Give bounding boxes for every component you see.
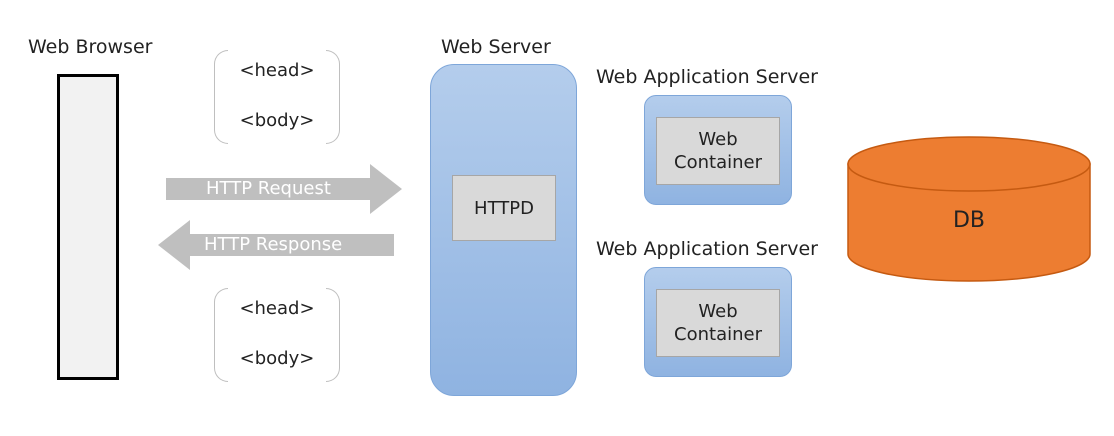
db-top [847, 136, 1091, 192]
was-label-bottom: Web Application Server [596, 238, 818, 260]
web-server-label: Web Server [441, 36, 551, 58]
arrows-graphic [158, 164, 402, 270]
web-container-line1: Web [698, 129, 738, 150]
db-label: DB [952, 208, 986, 233]
html-document-bottom: <head> <body> [214, 288, 340, 384]
database-cylinder [847, 136, 1091, 282]
html-document-top: <head> <body> [214, 50, 340, 146]
http-request-arrow [166, 164, 402, 214]
body-tag-label: <body> [239, 348, 315, 369]
head-tag-label: <head> [239, 60, 315, 81]
http-request-label: HTTP Request [206, 178, 331, 199]
httpd-box: HTTPD [452, 175, 556, 241]
web-container-line2: Container [674, 152, 762, 173]
web-container-box-top: Web Container [656, 117, 780, 185]
web-container-box-bottom: Web Container [656, 289, 780, 357]
was-label-top: Web Application Server [596, 66, 818, 88]
browser-label: Web Browser [28, 36, 153, 58]
web-browser-box [57, 74, 119, 380]
http-response-label: HTTP Response [204, 234, 343, 255]
web-container-line1: Web [698, 301, 738, 322]
body-tag-label: <body> [239, 110, 315, 131]
web-container-line2: Container [674, 324, 762, 345]
db-body [847, 163, 1091, 282]
head-tag-label: <head> [239, 298, 315, 319]
http-response-arrow [158, 220, 394, 270]
